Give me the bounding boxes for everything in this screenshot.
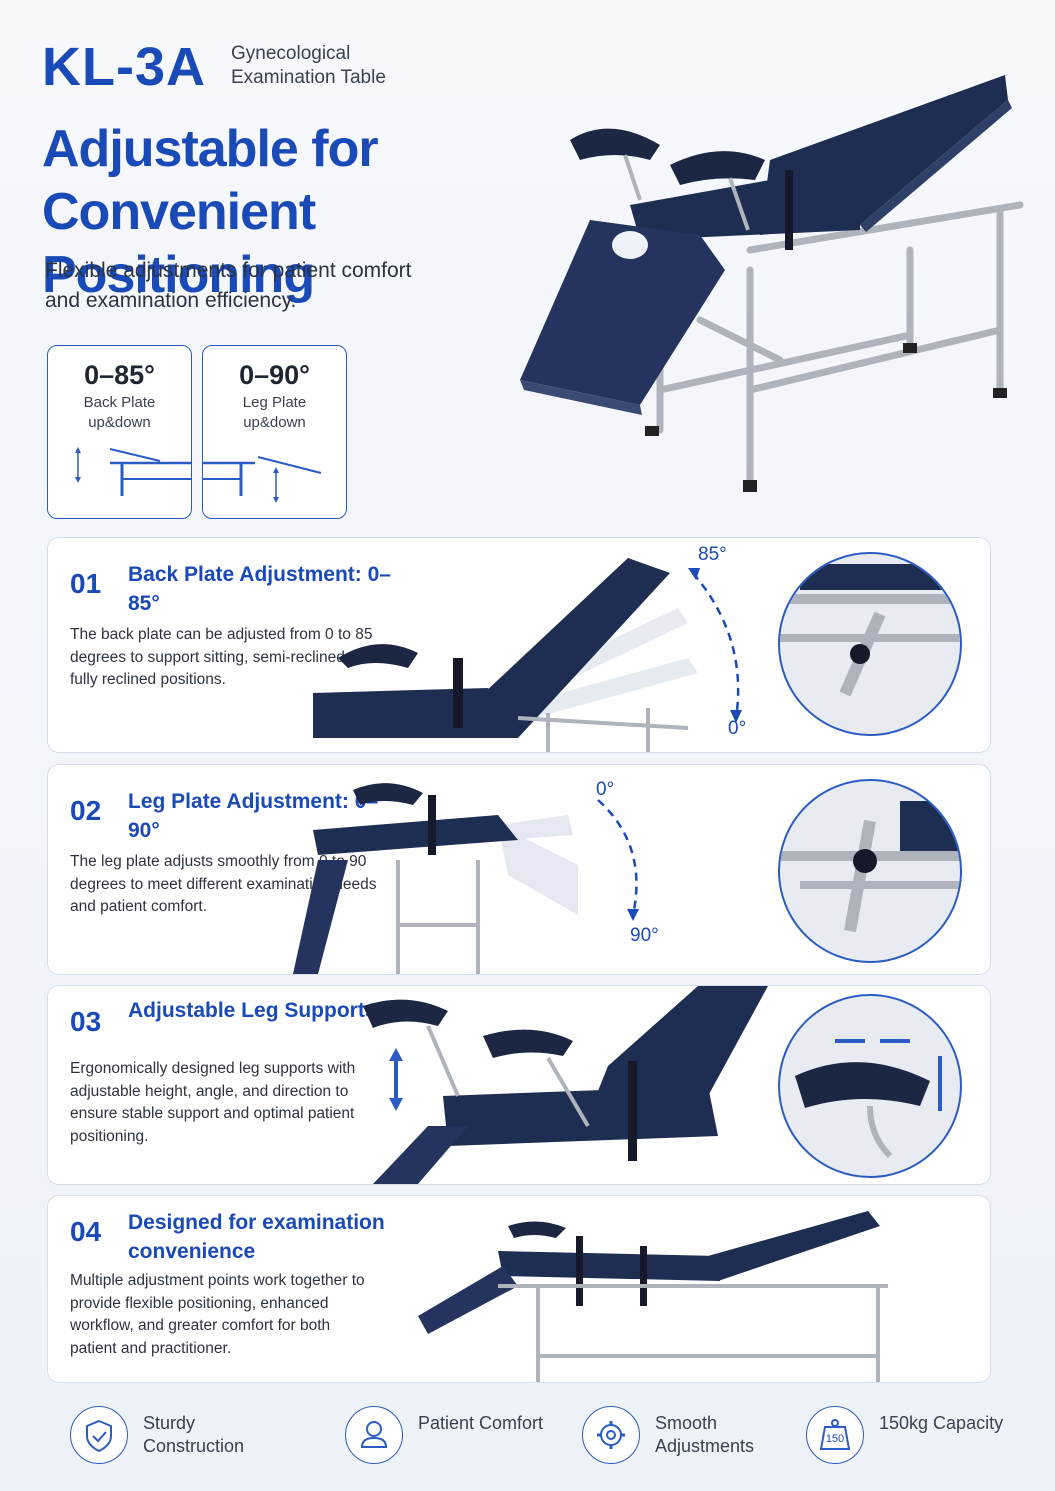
spec-label: Back Plate up&down (83, 394, 156, 431)
shield-check-icon (70, 1406, 128, 1464)
full-table-illustration (418, 1211, 888, 1382)
feature-card-convenience: 04 Designed for examination convenience … (47, 1195, 991, 1383)
feature-card-leg-supports: 03 Adjustable Leg Supports Ergonomically… (47, 985, 991, 1185)
angle-end-label: 90° (630, 925, 659, 946)
intro-text: Flexible adjustments for patient comfort… (45, 259, 412, 312)
feature-smooth: Smooth Adjustments (582, 1406, 782, 1468)
card-number: 03 (70, 1006, 102, 1037)
feature-capacity: 150 150kg Capacity (806, 1406, 1006, 1468)
card-number: 04 (70, 1216, 102, 1247)
card-number: 02 (70, 795, 102, 826)
spec-leg-plate: 0–90° Leg Plate up&down (202, 345, 347, 519)
card-title: Leg Plate Adjustment: 0–90° (128, 790, 379, 842)
feature-card-back-plate: 01 Back Plate Adjustment: 0–85° The back… (47, 537, 991, 753)
card-title: Back Plate Adjustment: 0–85° (128, 563, 391, 615)
angle-start-label: 0° (596, 779, 615, 800)
spec-value: 0–90° (239, 360, 310, 390)
card-description: The leg plate adjusts smoothly from 0 to… (70, 853, 377, 915)
back-plate-diagram-icon (75, 447, 191, 496)
angle-end-label: 0° (728, 718, 747, 739)
leg-plate-diagram-icon (203, 456, 322, 503)
feature-card-leg-plate: 02 Leg Plate Adjustment: 0–90° The leg p… (47, 764, 991, 975)
feature-label: Sturdy Construction (143, 1413, 245, 1456)
user-icon (345, 1406, 403, 1464)
angle-start-label: 85° (698, 544, 727, 565)
feature-label: Patient Comfort (418, 1413, 544, 1433)
feature-comfort: Patient Comfort (345, 1406, 545, 1468)
leg-supports-illustration (363, 986, 768, 1184)
back-plate-illustration (313, 558, 742, 752)
headline: Adjustable for Convenient Positioning (42, 120, 379, 304)
card-number: 01 (70, 568, 102, 599)
card-description: Ergonomically designed leg supports with… (70, 1060, 356, 1145)
leg-plate-detail-image (778, 779, 962, 963)
back-plate-detail-image (778, 552, 962, 736)
hero-table-image (520, 75, 1024, 492)
gear-icon (582, 1406, 640, 1464)
card-title: Designed for examination convenience (128, 1211, 385, 1263)
capacity-badge: 150 (825, 1433, 845, 1445)
weight-icon: 150 (806, 1406, 864, 1464)
card-description: The back plate can be adjusted from 0 to… (70, 626, 373, 688)
spec-label: Leg Plate up&down (242, 394, 307, 431)
leg-plate-illustration (293, 783, 639, 974)
spec-value: 0–85° (84, 360, 155, 390)
leg-support-detail-image (778, 994, 962, 1178)
feature-label: 150kg Capacity (879, 1413, 1004, 1433)
product-subtitle: Gynecological Examination Table (231, 43, 386, 88)
card-title: Adjustable Leg Supports (128, 999, 377, 1022)
model-name: KL-3A (42, 37, 206, 97)
feature-sturdy: Sturdy Construction (70, 1406, 270, 1468)
card-description: Multiple adjustment points work together… (70, 1272, 365, 1357)
spec-back-plate: 0–85° Back Plate up&down (47, 345, 192, 519)
feature-label: Smooth Adjustments (655, 1413, 755, 1456)
